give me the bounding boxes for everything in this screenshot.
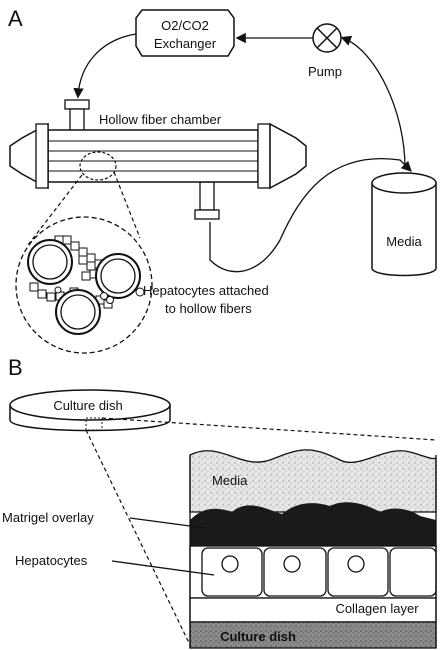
hepatocytes-label: Hepatocytes [15,553,88,568]
media-label-a: Media [386,234,422,249]
zoom-line-left [27,174,83,246]
media-reservoir [371,172,437,277]
pump-symbol [312,23,342,53]
culture-dish-label-top: Culture dish [53,398,122,413]
hepatocytes-pointer [111,560,215,576]
flow-tubing [73,32,412,273]
panel-a-letter: A [8,6,23,31]
pump-label: Pump [308,64,342,79]
exchanger-label: Exchanger [154,36,217,51]
chamber-label: Hollow fiber chamber [99,112,222,127]
hepatocytes-attached-label-2: to hollow fibers [165,301,252,316]
gas-exchanger-box: O2/CO2 Exchanger [135,9,235,57]
collagen-layer-label: Collagen layer [335,601,419,616]
panel-b-letter: B [8,355,23,380]
media-label-b: Media [212,473,248,488]
hepatocytes-attached-label: Hepatocytes attached [143,283,269,298]
dish-cross-section [189,449,437,649]
exchanger-label-gas: O2/CO2 [161,18,209,33]
hollow-fiber-chamber [9,99,307,220]
zoom-line-b-right [101,417,437,441]
zoom-line-b-left [85,429,191,646]
culture-dish-label-bottom: Culture dish [220,629,296,644]
zoom-line-right [113,171,141,239]
matrigel-overlay-label: Matrigel overlay [2,510,94,525]
matrigel-pointer [129,517,206,529]
fiber-cross-section [15,216,153,354]
